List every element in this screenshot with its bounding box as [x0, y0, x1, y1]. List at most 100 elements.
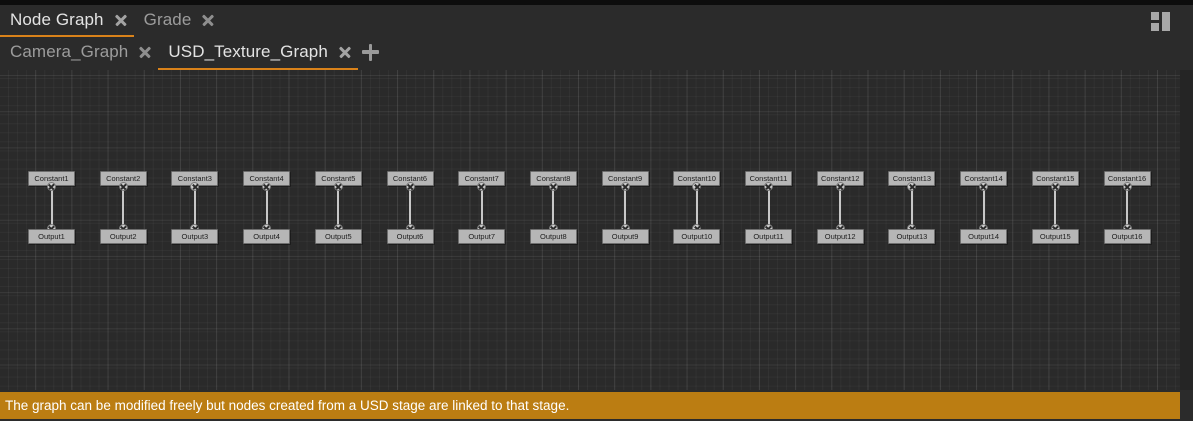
- tab-camera-graph[interactable]: Camera_Graph: [0, 37, 158, 70]
- node-label: Output5: [324, 231, 352, 241]
- node-label: Output8: [540, 231, 567, 241]
- plus-icon-vertical: [369, 43, 373, 61]
- close-icon[interactable]: [137, 45, 152, 60]
- connection-wire[interactable]: [50, 186, 53, 229]
- tab-active-underline: [158, 68, 358, 70]
- status-bar-message-band: The graph can be modified freely but nod…: [0, 392, 1180, 419]
- tab-label: Node Graph: [10, 9, 104, 29]
- connection-wire[interactable]: [839, 186, 842, 229]
- node-label: Output13: [896, 231, 928, 241]
- tab-active-underline: [0, 35, 134, 37]
- node-output[interactable]: Output1: [28, 229, 75, 244]
- tab-label: Camera_Graph: [10, 42, 129, 61]
- node-label: Constant13: [892, 173, 932, 183]
- connection-wire[interactable]: [193, 186, 196, 229]
- node-output[interactable]: Output4: [243, 229, 291, 244]
- node-label: Output6: [396, 231, 424, 241]
- status-bar: The graph can be modified freely but nod…: [0, 390, 1193, 421]
- connection-wire[interactable]: [624, 186, 627, 229]
- node-label: Constant16: [1107, 173, 1147, 183]
- node-label: Output7: [468, 231, 496, 241]
- node-label: Output10: [681, 231, 713, 241]
- node-label: Constant7: [464, 173, 499, 183]
- node-output[interactable]: Output14: [960, 229, 1008, 244]
- node-output[interactable]: Output3: [171, 229, 219, 244]
- close-icon[interactable]: [113, 13, 128, 28]
- node-output[interactable]: Output13: [888, 229, 936, 244]
- connection-wire[interactable]: [1054, 186, 1057, 229]
- panel-layout-icon-block-right: [1162, 12, 1170, 31]
- connection-wire[interactable]: [695, 186, 698, 229]
- node-output-port[interactable]: [47, 182, 56, 191]
- node-output[interactable]: Output15: [1031, 229, 1079, 244]
- node-label: Constant1: [34, 173, 69, 183]
- node-output-port[interactable]: [548, 182, 558, 191]
- node-label: Constant4: [249, 173, 284, 183]
- connection-wire[interactable]: [337, 186, 340, 229]
- canvas-right-edge: [1180, 70, 1193, 390]
- node-output[interactable]: Output7: [458, 229, 506, 244]
- connection-wire[interactable]: [982, 186, 985, 229]
- node-output-port[interactable]: [764, 182, 773, 191]
- node-output-port[interactable]: [907, 182, 917, 191]
- node-label: Constant8: [536, 173, 571, 183]
- tab-grade[interactable]: Grade: [134, 5, 222, 37]
- connection-wire[interactable]: [552, 186, 555, 229]
- node-label: Output4: [253, 231, 280, 241]
- node-output[interactable]: Output6: [386, 229, 434, 244]
- connection-wire[interactable]: [910, 186, 913, 229]
- node-label: Output15: [1039, 231, 1071, 241]
- node-output-port[interactable]: [118, 182, 128, 191]
- node-label: Output9: [611, 231, 639, 241]
- node-label: Constant5: [321, 173, 356, 183]
- node-output[interactable]: Output16: [1103, 229, 1151, 244]
- node-output[interactable]: Output12: [816, 229, 864, 244]
- node-output[interactable]: Output11: [745, 229, 792, 244]
- close-icon[interactable]: [200, 13, 215, 28]
- node-label: Constant10: [677, 173, 716, 183]
- node-label: Constant11: [749, 173, 788, 183]
- node-output-port[interactable]: [477, 182, 487, 191]
- connection-wire[interactable]: [265, 186, 268, 229]
- node-label: Output16: [1111, 231, 1143, 241]
- connection-wire[interactable]: [1126, 186, 1128, 229]
- add-tab-button[interactable]: [358, 37, 384, 70]
- node-output-port[interactable]: [1122, 182, 1132, 191]
- node-output-port[interactable]: [620, 182, 630, 191]
- panel-layout-icon-block-top-left: [1151, 12, 1159, 20]
- node-output-port[interactable]: [692, 182, 702, 191]
- connection-wire[interactable]: [409, 186, 411, 229]
- node-output-port[interactable]: [835, 182, 845, 191]
- tab-node-graph[interactable]: Node Graph: [0, 5, 134, 37]
- node-output[interactable]: Output10: [673, 229, 721, 244]
- node-output[interactable]: Output9: [601, 229, 649, 244]
- connection-wire[interactable]: [122, 186, 125, 229]
- tab-usd-texture-graph[interactable]: USD_Texture_Graph: [158, 37, 358, 70]
- node-label: Output11: [753, 231, 784, 241]
- panel-layout-icon-block-bottom-left: [1151, 23, 1159, 31]
- close-icon[interactable]: [337, 45, 352, 60]
- node-output[interactable]: Output8: [529, 229, 577, 244]
- node-label: Constant3: [177, 173, 212, 183]
- node-output-port[interactable]: [262, 182, 272, 191]
- node-output-port[interactable]: [190, 182, 200, 191]
- node-output-port[interactable]: [979, 182, 989, 191]
- node-label: Output1: [38, 231, 65, 241]
- connection-wire[interactable]: [480, 186, 483, 229]
- node-output-port[interactable]: [333, 182, 343, 191]
- panel-layout-icon[interactable]: [1151, 12, 1173, 31]
- node-output[interactable]: Output2: [99, 229, 147, 244]
- node-output[interactable]: Output5: [314, 229, 362, 244]
- status-bar-message: The graph can be modified freely but nod…: [5, 398, 570, 413]
- node-label: Output3: [181, 231, 209, 241]
- node-output-port[interactable]: [1050, 182, 1060, 191]
- node-label: Constant15: [1036, 173, 1075, 183]
- connection-wire[interactable]: [767, 186, 770, 229]
- node-label: Output12: [824, 231, 856, 241]
- node-output-port[interactable]: [405, 182, 415, 191]
- node-label: Constant2: [106, 173, 141, 183]
- tab-label: USD_Texture_Graph: [168, 42, 328, 61]
